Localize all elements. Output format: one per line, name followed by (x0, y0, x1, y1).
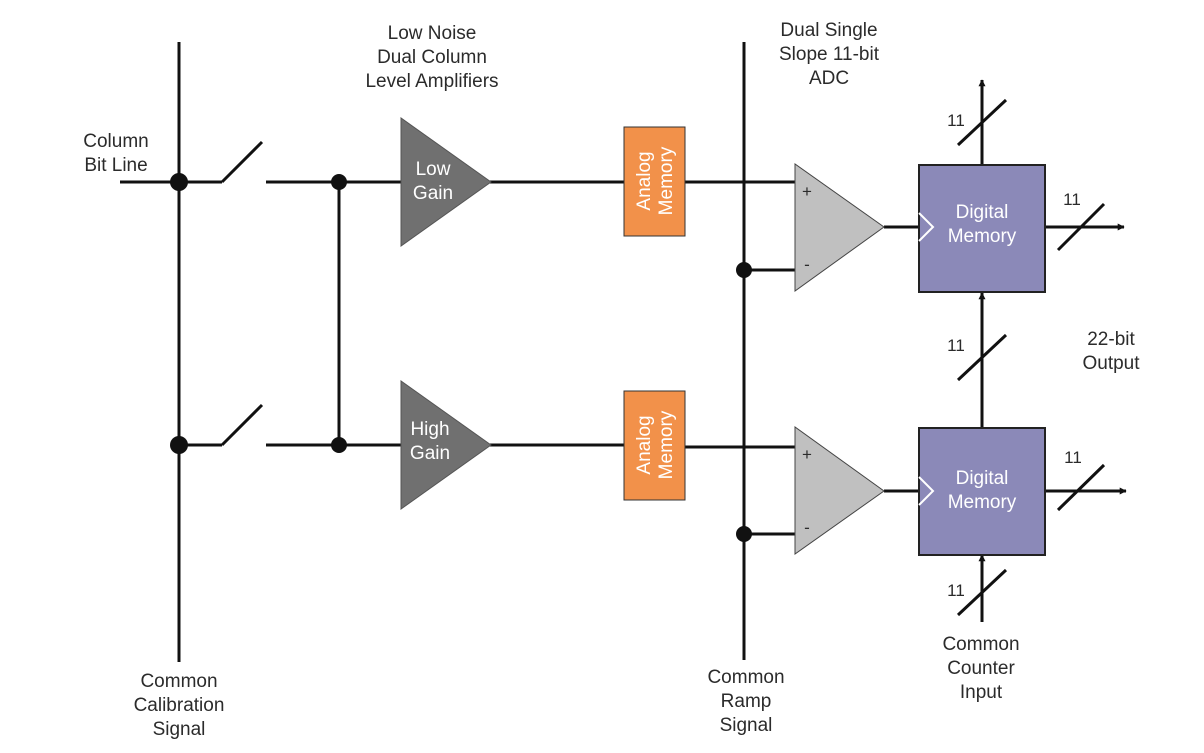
bus-slash-out-top (1056, 202, 1106, 252)
low-gain-amplifier: Low Gain (400, 117, 492, 247)
bus-width-label: 11 (1063, 190, 1081, 209)
switch-bottom (220, 403, 264, 447)
analog-memory-label-2: Memory (656, 410, 677, 479)
bus-width-label: 11 (947, 111, 965, 130)
low-gain-label-1: Low (416, 159, 451, 180)
calibration-line-2: Calibration (134, 695, 225, 716)
digital-memory-top: Digital Memory (918, 164, 1046, 293)
analog-memory-top: Analog Memory (623, 126, 686, 237)
adc-title-line-1: Dual Single (780, 20, 877, 41)
digital-memory-bottom: Digital Memory (918, 427, 1046, 556)
ramp-line-3: Signal (720, 715, 773, 736)
ramp-label: Common Ramp Signal (707, 667, 784, 736)
calibration-line-3: Signal (153, 719, 206, 740)
junction-dot (170, 436, 188, 454)
switch-top (220, 140, 264, 184)
bus-width-label: 11 (947, 581, 965, 600)
comparator-bottom: + - (794, 426, 885, 555)
analog-memory-label-1: Analog (634, 415, 655, 474)
digital-memory-label-1: Digital (956, 202, 1009, 223)
comparator-top: + - (794, 163, 885, 292)
high-gain-label-1: High (410, 419, 449, 440)
digital-memory-label-2: Memory (948, 226, 1017, 247)
counter-line-1: Common (942, 634, 1019, 655)
amplifiers-title-line-1: Low Noise (388, 23, 477, 44)
ramp-line-2: Ramp (721, 691, 772, 712)
junction-dot (331, 174, 347, 190)
counter-label: Common Counter Input (942, 634, 1019, 703)
column-bit-line-line-2: Bit Line (84, 155, 147, 176)
calibration-line-1: Common (140, 671, 217, 692)
bus-slash-middle (956, 333, 1008, 382)
calibration-label: Common Calibration Signal (134, 671, 225, 740)
junction-dot (736, 262, 752, 278)
counter-line-3: Input (960, 682, 1003, 703)
comparator-plus: + (802, 445, 812, 464)
digital-memory-label-2: Memory (948, 492, 1017, 513)
output-label: 22-bit Output (1082, 329, 1140, 374)
bus-slash-counter (956, 568, 1008, 617)
output-line-1: 22-bit (1087, 329, 1135, 350)
counter-line-2: Counter (947, 658, 1015, 679)
junction-dot (170, 173, 188, 191)
bus-slash-up (956, 98, 1008, 147)
adc-title-line-2: Slope 11-bit (779, 44, 880, 65)
analog-memory-label-1: Analog (634, 151, 655, 210)
bus-width-label: 11 (1064, 448, 1082, 467)
column-bit-line-label: Column Bit Line (83, 131, 148, 176)
amplifiers-title-line-3: Level Amplifiers (365, 71, 498, 92)
output-line-2: Output (1082, 353, 1140, 374)
analog-memory-label-2: Memory (656, 146, 677, 215)
adc-title-line-3: ADC (809, 68, 849, 89)
high-gain-label-2: Gain (410, 443, 450, 464)
low-gain-label-2: Gain (413, 183, 453, 204)
comparator-minus: - (804, 518, 810, 537)
analog-memory-bottom: Analog Memory (623, 390, 686, 501)
high-gain-amplifier: High Gain (400, 380, 492, 510)
junction-dot (331, 437, 347, 453)
digital-memory-label-1: Digital (956, 468, 1009, 489)
bus-width-label: 11 (947, 336, 965, 355)
adc-title: Dual Single Slope 11-bit ADC (779, 20, 880, 89)
comparator-minus: - (804, 255, 810, 274)
bus-slash-out-bottom (1056, 463, 1106, 512)
junction-dot (736, 526, 752, 542)
column-bit-line-line-1: Column (83, 131, 148, 152)
ramp-line-1: Common (707, 667, 784, 688)
amplifiers-title-line-2: Dual Column (377, 47, 487, 68)
amplifiers-title: Low Noise Dual Column Level Amplifiers (365, 23, 498, 92)
comparator-plus: + (802, 182, 812, 201)
